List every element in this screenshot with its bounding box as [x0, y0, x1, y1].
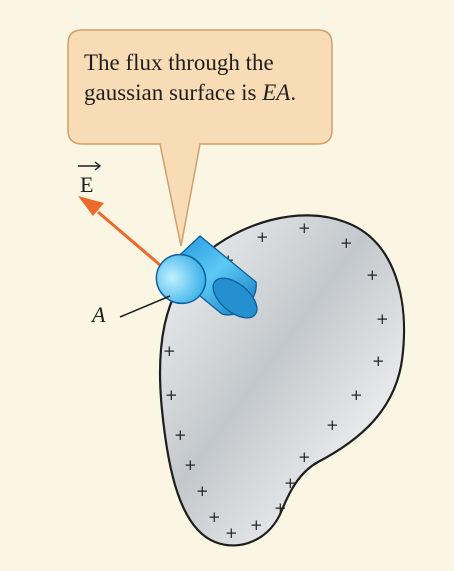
charge-plus: +: [326, 416, 339, 434]
charge-plus: +: [196, 482, 209, 500]
charge-plus: +: [184, 456, 197, 474]
callout-line-1: The flux through the: [84, 50, 274, 75]
charge-plus: +: [298, 448, 311, 466]
charge-plus: +: [350, 386, 363, 404]
callout-flux-expression: EA: [262, 80, 290, 105]
vector-arrow-icon: [78, 162, 100, 170]
charge-plus: +: [366, 266, 379, 284]
charge-plus: +: [163, 342, 176, 360]
callout-line-2: gaussian surface is: [84, 80, 262, 105]
area-leader-line: [120, 296, 170, 317]
charge-plus: +: [174, 426, 187, 444]
charge-plus: +: [284, 474, 297, 492]
charge-plus: +: [372, 352, 385, 370]
charge-plus: +: [165, 386, 178, 404]
charge-plus: +: [225, 524, 238, 542]
charge-plus: +: [298, 219, 311, 237]
charge-plus: +: [256, 228, 269, 246]
area-label: A: [92, 302, 105, 328]
charge-plus: +: [250, 516, 263, 534]
callout-text: The flux through the gaussian surface is…: [84, 48, 334, 108]
charge-plus: +: [274, 499, 287, 517]
charge-plus: +: [340, 234, 353, 252]
callout-period: .: [290, 80, 296, 105]
charge-plus: +: [208, 508, 221, 526]
field-label: E: [80, 172, 93, 198]
charge-plus: +: [376, 310, 389, 328]
